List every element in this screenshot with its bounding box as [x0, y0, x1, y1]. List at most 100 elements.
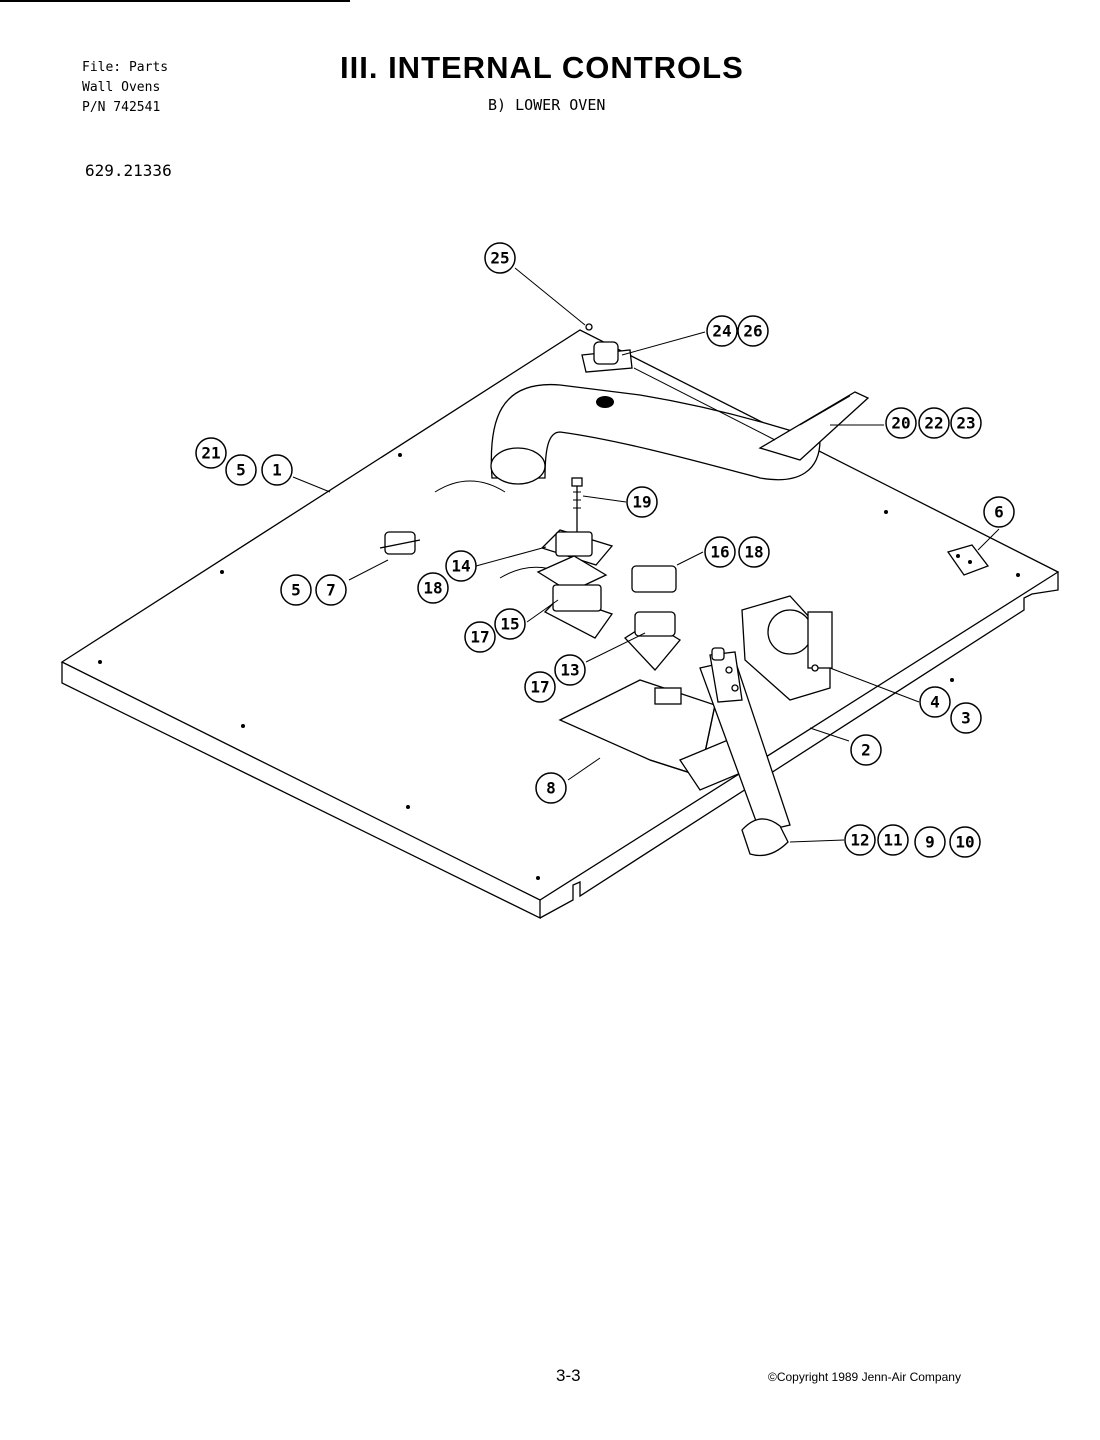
callout-17: 17 [524, 671, 556, 703]
callout-label: 10 [955, 833, 974, 852]
callout-circle [877, 824, 909, 856]
file-info: File: Parts Wall Ovens P/N 742541 [82, 58, 168, 118]
callout-label: 16 [710, 543, 729, 562]
callout-label: 11 [883, 831, 902, 850]
callout-11: 11 [877, 824, 909, 856]
callout-18: 18 [738, 536, 770, 568]
callout-label: 9 [925, 833, 935, 852]
callout-circle [983, 496, 1015, 528]
callout-circle [885, 407, 917, 439]
model-number: 629.21336 [85, 161, 172, 180]
file-line: Wall Ovens [82, 80, 161, 95]
callout-circle [225, 454, 257, 486]
callout-circle [464, 621, 496, 653]
callout-24: 24 [706, 315, 738, 347]
callout-6: 6 [983, 496, 1015, 528]
callout-26: 26 [737, 315, 769, 347]
thermal-switch [581, 323, 633, 373]
bolt [571, 477, 583, 538]
callout-circle [950, 702, 982, 734]
callout-label: 14 [451, 557, 470, 576]
switch-assembly [536, 529, 681, 671]
callout-4: 4 [919, 686, 951, 718]
callout-label: 18 [423, 579, 442, 598]
callout-label: 19 [632, 493, 651, 512]
callout-label: 25 [490, 249, 509, 268]
page-subtitle: B) LOWER OVEN [488, 96, 606, 114]
callout-circle [524, 671, 556, 703]
callout-8: 8 [535, 772, 567, 804]
callout-circle [949, 826, 981, 858]
callout-9: 9 [914, 826, 946, 858]
callout-circle [919, 686, 951, 718]
callout-label: 3 [961, 709, 971, 728]
callout-label: 20 [891, 414, 910, 433]
callout-label: 1 [272, 461, 282, 480]
callout-label: 5 [236, 461, 246, 480]
callout-circle [844, 824, 876, 856]
callout-1: 1 [261, 454, 293, 486]
callout-circle [261, 454, 293, 486]
callout-circle [417, 572, 449, 604]
callout-circle [737, 315, 769, 347]
callout-5: 5 [225, 454, 257, 486]
callout-label: 22 [924, 414, 943, 433]
callout-21: 21 [195, 437, 227, 469]
callout-label: 12 [850, 831, 869, 850]
callout-7: 7 [315, 574, 347, 606]
callout-circle [280, 574, 312, 606]
callout-5: 5 [280, 574, 312, 606]
callout-circle [918, 407, 950, 439]
callout-circle [535, 772, 567, 804]
callout-label: 21 [201, 444, 220, 463]
callout-19: 19 [626, 486, 658, 518]
callout-label: 18 [744, 543, 763, 562]
file-line: P/N 742541 [82, 100, 161, 115]
callout-23: 23 [950, 407, 982, 439]
callout-circle [626, 486, 658, 518]
callout-label: 17 [530, 678, 549, 697]
callout-circle [484, 242, 516, 274]
callout-18: 18 [417, 572, 449, 604]
terminal-block [946, 544, 990, 576]
timer-motor [741, 595, 833, 701]
file-line: File: Parts [82, 60, 169, 75]
callout-label: 7 [326, 581, 336, 600]
vent-duct [490, 383, 870, 485]
copyright-notice: ©Copyright 1989 Jenn-Air Company [768, 1370, 961, 1384]
callout-circle [950, 407, 982, 439]
callout-17: 17 [464, 621, 496, 653]
callout-circle [445, 550, 477, 582]
callout-12: 12 [844, 824, 876, 856]
callout-16: 16 [704, 536, 736, 568]
callout-circle [704, 536, 736, 568]
latch-lever [699, 647, 791, 857]
callout-circle [850, 734, 882, 766]
callout-label: 5 [291, 581, 301, 600]
callout-14: 14 [445, 550, 477, 582]
callout-label: 24 [712, 322, 731, 341]
callout-label: 4 [930, 693, 940, 712]
callout-13: 13 [554, 654, 586, 686]
callout-2: 2 [850, 734, 882, 766]
leader-lines [292, 267, 1000, 843]
callout-circle [914, 826, 946, 858]
callout-label: 15 [500, 615, 519, 634]
callout-25: 25 [484, 242, 516, 274]
callout-20: 20 [885, 407, 917, 439]
page-number: 3-3 [556, 1366, 581, 1385]
callout-circle [195, 437, 227, 469]
callout-label: 17 [470, 628, 489, 647]
callout-label: 2 [861, 741, 871, 760]
callout-circle [315, 574, 347, 606]
callout-15: 15 [494, 608, 526, 640]
callout-label: 8 [546, 779, 556, 798]
callout-circle [738, 536, 770, 568]
callout-3: 3 [950, 702, 982, 734]
callout-label: 6 [994, 503, 1004, 522]
callout-label: 26 [743, 322, 762, 341]
callout-label: 13 [560, 661, 579, 680]
callout-circle [494, 608, 526, 640]
